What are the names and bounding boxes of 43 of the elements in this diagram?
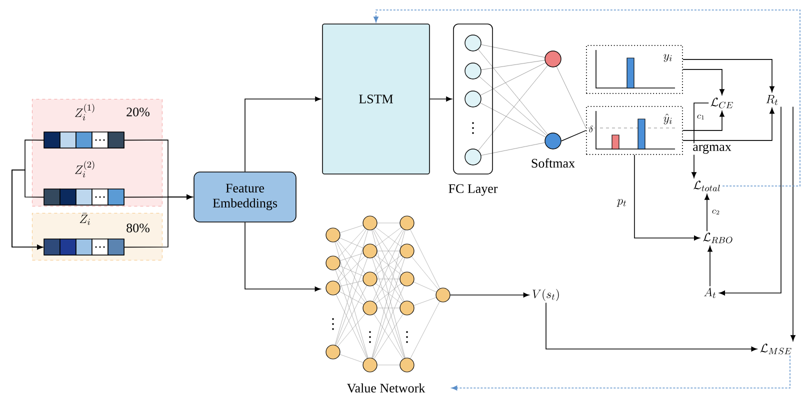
arrow: [692, 102, 710, 178]
edge-label: $c_2$: [710, 208, 722, 216]
arrow: [682, 59, 774, 92]
softmax-label: Softmax: [532, 158, 575, 168]
arrow: [12, 170, 44, 250]
edge-label: $c_1$: [696, 114, 706, 120]
arrow: [450, 292, 530, 298]
edge-label: $p_t$: [616, 198, 628, 208]
percentage-label: 20%: [126, 108, 150, 116]
threshold-label: $\delta$: [589, 126, 593, 132]
math-symbol: $\mathcal{L}_{CE}$: [710, 98, 733, 108]
math-symbol: $V(s_t)$: [532, 289, 559, 301]
distribution-label: $y_i$: [664, 54, 672, 62]
arrow: [790, 106, 796, 341]
arrow: [682, 69, 724, 95]
vector-label: $\bar{Z}_i$: [80, 212, 90, 225]
math-symbol: $\mathcal{L}_{RBO}$: [703, 232, 732, 244]
arrow: [124, 194, 192, 248]
lstm-box: LSTM: [322, 24, 430, 174]
math-symbol: $\mathcal{L}_{MSE}$: [760, 344, 792, 354]
edge-label: argmax: [692, 143, 732, 155]
arrow: [682, 110, 724, 131]
arrow: [546, 302, 758, 352]
arrow: [244, 222, 321, 292]
arrow: [244, 96, 321, 172]
layer-label: FC Layer: [448, 184, 498, 196]
arrow: [634, 154, 700, 240]
distribution-label: $\hat{y}_i$: [664, 114, 672, 124]
math-symbol: $\mathcal{L}_{total}$: [694, 180, 720, 192]
math-symbol: $A_t$: [704, 288, 716, 298]
vector-label: $Z_i^{(1)}$: [75, 104, 94, 120]
arrow: [682, 108, 774, 141]
vector-label: $Z_i^{(2)}$: [75, 160, 94, 178]
embedding-box: Feature Embeddings: [194, 172, 296, 222]
arrow: [708, 246, 712, 287]
arrow: [430, 96, 452, 102]
arrow: [374, 10, 800, 186]
percentage-label: 80%: [126, 224, 150, 232]
network-label: Value Network: [346, 383, 426, 393]
math-symbol: $R_t$: [766, 95, 778, 106]
arrow: [451, 355, 790, 390]
arrow: [719, 106, 782, 296]
arrow: [704, 194, 710, 232]
